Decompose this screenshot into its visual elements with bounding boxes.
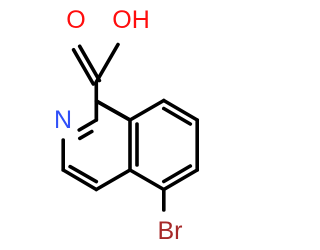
bond-carbonyl-double-b (77, 44, 102, 83)
hydroxyl-label: OH (112, 6, 150, 34)
bond-c1-n2-single (77, 118, 99, 132)
bond-carboxyl-oh (94, 42, 120, 84)
bond-c6-c5-double (162, 164, 193, 184)
oxygen-label: O (66, 6, 85, 34)
atom-labels: O OH N Br (54, 6, 183, 245)
bond-c8a-c8 (128, 98, 166, 122)
bond-c1-n2-double (78, 129, 94, 141)
nitrogen-label: N (54, 106, 72, 134)
bonds (61, 42, 199, 212)
bromine-label: Br (158, 217, 183, 245)
bond-c4-c4a (94, 168, 132, 192)
bond-c6-c5-single (162, 168, 199, 192)
isoquinoline-carboxylic-acid-structure: O OH N Br (54, 6, 199, 245)
bond-c3-c4-double (68, 164, 99, 184)
bond-c8-c7-double (162, 106, 193, 126)
bond-carbonyl-double-a (71, 47, 96, 86)
bond-c8-c7-single (162, 98, 199, 122)
bond-c5-c4a (128, 168, 166, 192)
bond-c8a-c1-double (94, 99, 132, 122)
bond-c3-c4-single (61, 168, 99, 192)
